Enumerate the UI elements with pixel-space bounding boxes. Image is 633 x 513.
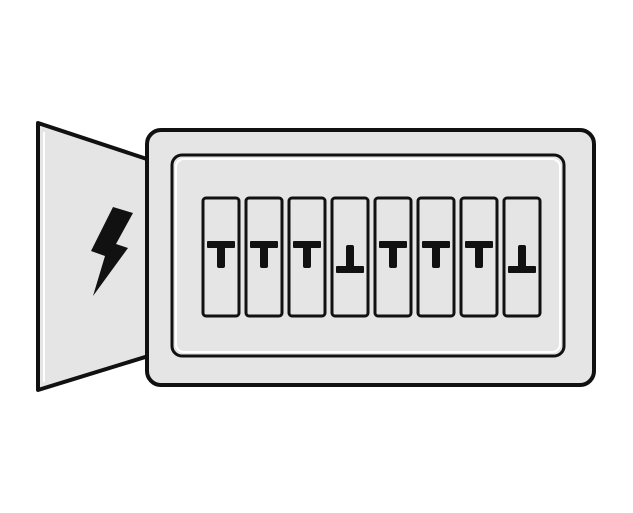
lever-bar [250,241,278,248]
breaker-switch-1[interactable] [201,196,241,318]
breaker-lever-up[interactable] [250,241,278,268]
breaker-lever-down[interactable] [336,245,364,273]
lever-bar [207,241,235,248]
breaker-switch-8[interactable] [502,196,542,318]
lever-stem [475,246,483,268]
breaker-switch-4[interactable] [330,196,370,318]
lever-stem [432,246,440,268]
breaker-row [201,196,542,318]
breaker-lever-up[interactable] [379,241,407,268]
lever-bar [293,241,321,248]
lever-stem [217,246,225,268]
lever-bar [422,241,450,248]
panel-box-inner-highlight [175,158,561,353]
breaker-lever-down[interactable] [508,245,536,273]
breaker-switch-2[interactable] [244,196,284,318]
breaker-switch-7[interactable] [459,196,499,318]
breaker-switch-6[interactable] [416,196,456,318]
lever-bar [336,266,364,273]
breaker-lever-up[interactable] [465,241,493,268]
lightning-bolt-icon [91,207,133,296]
lever-bar [379,241,407,248]
breaker-switch-3[interactable] [287,196,327,318]
breaker-lever-up[interactable] [422,241,450,268]
breaker-switch-5[interactable] [373,196,413,318]
lever-stem [346,245,354,269]
breaker-lever-up[interactable] [293,241,321,268]
breaker-lever-up[interactable] [207,241,235,268]
lever-bar [465,241,493,248]
lever-stem [389,246,397,268]
lever-stem [518,245,526,269]
lever-stem [303,246,311,268]
lever-stem [260,246,268,268]
lever-bar [508,266,536,273]
